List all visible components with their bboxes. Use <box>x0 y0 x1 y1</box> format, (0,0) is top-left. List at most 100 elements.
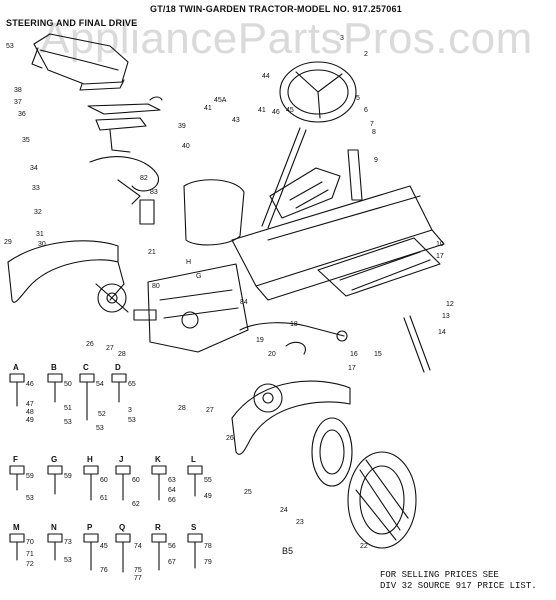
footnote-line-1: FOR SELLING PRICES SEE <box>380 570 499 580</box>
svg-text:22: 22 <box>360 543 368 550</box>
svg-text:12: 12 <box>446 301 454 308</box>
svg-text:26: 26 <box>226 435 234 442</box>
svg-text:17: 17 <box>348 365 356 372</box>
footrest-drawing <box>317 237 441 297</box>
shift-linkage-drawing <box>89 156 159 225</box>
svg-text:36: 36 <box>18 111 26 118</box>
steering-column-drawing <box>261 127 363 229</box>
svg-text:J: J <box>119 455 123 464</box>
svg-text:53: 53 <box>96 425 104 432</box>
transaxle-drawing <box>147 263 249 353</box>
fender-left-drawing <box>7 240 125 303</box>
svg-text:78: 78 <box>204 543 212 550</box>
footnote-line-2: DIV 32 SOURCE 917 PRICE LIST. <box>380 581 537 591</box>
svg-text:Q: Q <box>119 523 125 532</box>
svg-text:66: 66 <box>168 497 176 504</box>
svg-text:49: 49 <box>204 493 212 500</box>
svg-text:2: 2 <box>364 51 368 58</box>
svg-text:47: 47 <box>26 401 34 408</box>
sheet-code: B5 <box>282 546 294 556</box>
svg-text:73: 73 <box>64 539 72 546</box>
svg-text:L: L <box>191 455 196 464</box>
svg-text:P: P <box>87 523 93 532</box>
svg-text:67: 67 <box>168 559 176 566</box>
svg-text:43: 43 <box>232 117 240 124</box>
steering-wheel-drawing <box>279 61 357 123</box>
svg-text:5: 5 <box>356 95 360 102</box>
svg-text:C: C <box>83 363 89 372</box>
svg-text:45A: 45A <box>214 97 227 104</box>
price-footnote: FOR SELLING PRICES SEE DIV 32 SOURCE 917… <box>380 570 537 592</box>
svg-text:79: 79 <box>204 559 212 566</box>
svg-text:84: 84 <box>240 299 248 306</box>
svg-text:9: 9 <box>374 157 378 164</box>
svg-text:59: 59 <box>64 473 72 480</box>
svg-text:G: G <box>51 455 57 464</box>
svg-text:55: 55 <box>204 477 212 484</box>
hardware-row-1 <box>9 373 127 421</box>
svg-text:48: 48 <box>26 409 34 416</box>
diagram-title: GT/18 TWIN-GARDEN TRACTOR-MODEL NO. 917.… <box>150 4 402 14</box>
svg-text:13: 13 <box>442 313 450 320</box>
hardware-row-3 <box>9 533 203 573</box>
svg-text:40: 40 <box>182 143 190 150</box>
tire-drawing <box>347 451 417 549</box>
svg-text:31: 31 <box>36 231 44 238</box>
svg-text:21: 21 <box>148 249 156 256</box>
svg-text:50: 50 <box>64 381 72 388</box>
svg-text:7: 7 <box>370 121 374 128</box>
svg-text:44: 44 <box>262 73 270 80</box>
hardware-row-2 <box>9 465 203 501</box>
svg-text:63: 63 <box>168 477 176 484</box>
svg-text:H: H <box>87 455 93 464</box>
drag-link-drawing <box>239 322 348 355</box>
svg-text:14: 14 <box>438 329 446 336</box>
svg-text:N: N <box>51 523 57 532</box>
svg-text:53: 53 <box>128 417 136 424</box>
svg-text:27: 27 <box>206 407 214 414</box>
svg-text:19: 19 <box>256 337 264 344</box>
svg-text:R: R <box>155 523 161 532</box>
svg-text:38: 38 <box>14 87 22 94</box>
svg-text:28: 28 <box>178 405 186 412</box>
left-axle-drawing <box>95 283 157 321</box>
svg-text:S: S <box>191 523 197 532</box>
svg-text:61: 61 <box>100 495 108 502</box>
svg-text:53: 53 <box>64 557 72 564</box>
svg-text:10: 10 <box>436 241 444 248</box>
svg-text:35: 35 <box>22 137 30 144</box>
svg-text:18: 18 <box>290 321 298 328</box>
svg-text:54: 54 <box>96 381 104 388</box>
seat-bracket-drawing <box>87 96 163 153</box>
svg-text:37: 37 <box>14 99 22 106</box>
tie-rod-drawing <box>403 315 431 373</box>
svg-text:23: 23 <box>296 519 304 526</box>
svg-text:41: 41 <box>258 107 266 114</box>
svg-text:33: 33 <box>32 185 40 192</box>
svg-text:70: 70 <box>26 539 34 546</box>
svg-text:20: 20 <box>268 351 276 358</box>
rear-hub-drawing <box>253 383 283 413</box>
svg-text:77: 77 <box>134 575 142 582</box>
svg-text:25: 25 <box>244 489 252 496</box>
svg-text:56: 56 <box>168 543 176 550</box>
svg-text:80: 80 <box>152 283 160 290</box>
svg-text:45: 45 <box>286 107 294 114</box>
svg-text:D: D <box>115 363 121 372</box>
svg-text:G: G <box>196 273 201 280</box>
svg-text:46: 46 <box>272 109 280 116</box>
svg-text:3: 3 <box>340 35 344 42</box>
svg-text:6: 6 <box>364 107 368 114</box>
svg-text:60: 60 <box>132 477 140 484</box>
svg-text:75: 75 <box>134 567 142 574</box>
svg-text:26: 26 <box>86 341 94 348</box>
svg-text:62: 62 <box>132 501 140 508</box>
svg-text:34: 34 <box>30 165 38 172</box>
watermark: AppliancePartsPros.com <box>40 14 533 63</box>
svg-text:65: 65 <box>128 381 136 388</box>
svg-text:H: H <box>186 259 191 266</box>
